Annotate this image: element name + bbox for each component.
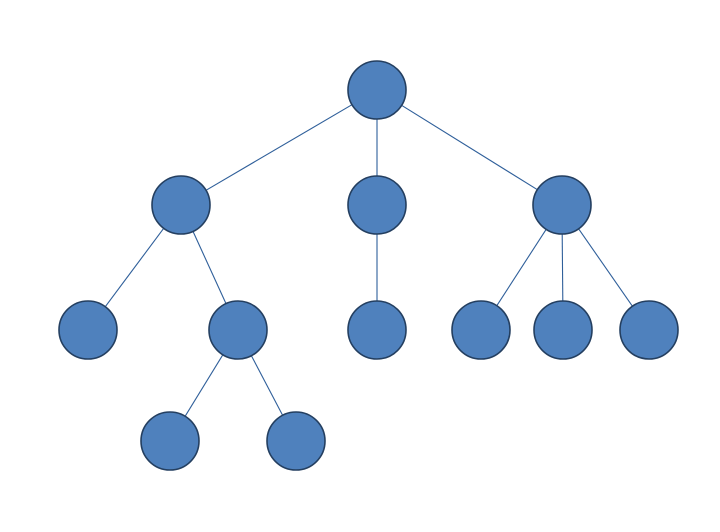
edge-root-to-c — [401, 104, 538, 191]
tree-edges — [104, 104, 633, 417]
tree-node-a — [151, 175, 211, 235]
edge-a2-to-a2-2 — [250, 355, 284, 416]
edge-c-to-c2 — [561, 233, 564, 302]
tree-node-root — [347, 60, 407, 120]
tree-node-c3 — [619, 300, 679, 360]
tree-node-a2 — [208, 300, 268, 360]
edge-c-to-c3 — [578, 228, 633, 307]
tree-node-c1 — [451, 300, 511, 360]
edge-a-to-a1 — [104, 227, 165, 308]
tree-node-c2 — [533, 300, 593, 360]
edge-c-to-c1 — [496, 229, 547, 306]
tree-node-b — [347, 175, 407, 235]
tree-node-a2-1 — [140, 411, 200, 471]
edge-root-to-a — [205, 104, 353, 191]
edge-a-to-a2 — [192, 231, 227, 304]
tree-node-a1 — [58, 300, 118, 360]
tree-node-a2-2 — [266, 411, 326, 471]
tree-node-c — [532, 175, 592, 235]
edge-a2-to-a2-1 — [184, 354, 224, 417]
tree-nodes — [58, 60, 679, 471]
tree-node-b1 — [347, 300, 407, 360]
